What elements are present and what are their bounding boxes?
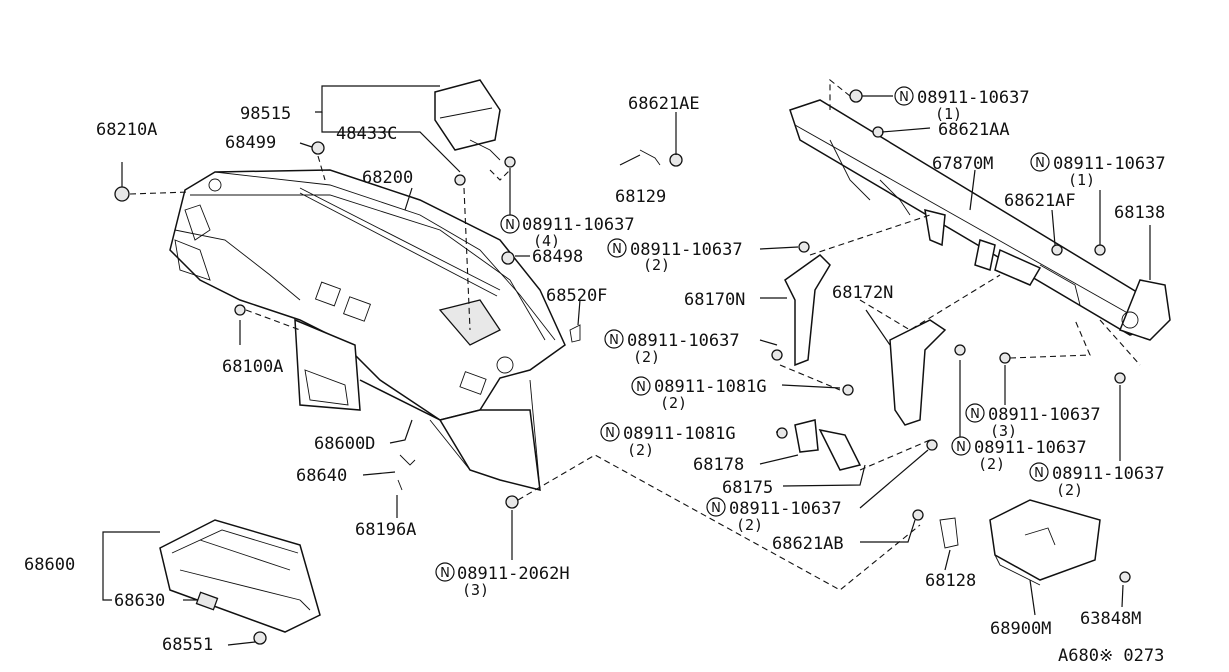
label-68600: 68600 bbox=[24, 555, 75, 575]
qty-2d: (2) bbox=[627, 441, 654, 459]
qty-2e: (2) bbox=[736, 516, 763, 534]
label-68640: 68640 bbox=[296, 466, 347, 486]
lower-cover-illustration bbox=[989, 499, 1101, 586]
label-08911-10637-f: 08911-10637 bbox=[1052, 464, 1165, 484]
n-mark-text: N bbox=[711, 501, 721, 516]
steering-member-illustration bbox=[789, 99, 1171, 341]
qty-2f: (2) bbox=[978, 455, 1005, 473]
qty-1a: (1) bbox=[935, 105, 962, 123]
qty-2b: (2) bbox=[633, 348, 660, 366]
label-68196A: 68196A bbox=[355, 520, 416, 540]
label-68630: 68630 bbox=[114, 591, 165, 611]
label-68175: 68175 bbox=[722, 478, 773, 498]
n-mark-icon bbox=[607, 238, 627, 258]
label-98515: 98515 bbox=[240, 104, 291, 124]
label-68900M: 68900M bbox=[990, 619, 1051, 639]
label-68621AB: 68621AB bbox=[772, 534, 844, 554]
label-08911-10637-a: 08911-10637 bbox=[630, 240, 743, 260]
n-mark-icon bbox=[965, 403, 985, 423]
qty-2g: (2) bbox=[1056, 481, 1083, 499]
label-68520F: 68520F bbox=[546, 286, 607, 306]
label-68499: 68499 bbox=[225, 133, 276, 153]
label-48433C: 48433C bbox=[336, 124, 397, 144]
n-mark-icon bbox=[435, 562, 455, 582]
label-68498: 68498 bbox=[532, 247, 583, 267]
n-mark-icon bbox=[894, 86, 914, 106]
label-68200: 68200 bbox=[362, 168, 413, 188]
n-mark-icon bbox=[500, 214, 520, 234]
label-68100A: 68100A bbox=[222, 357, 283, 377]
label-08911-10637-b: 08911-10637 bbox=[627, 331, 740, 351]
n-mark-icon bbox=[600, 422, 620, 442]
label-08911-10637-e: 08911-10637 bbox=[974, 438, 1087, 458]
n-mark-text: N bbox=[605, 426, 615, 441]
label-63848M: 63848M bbox=[1080, 609, 1141, 629]
label-67870M: 67870M bbox=[932, 154, 993, 174]
qty-3b: (3) bbox=[990, 422, 1017, 440]
label-08911-2062H: 08911-2062H bbox=[457, 564, 570, 584]
brackets-illustration bbox=[784, 254, 947, 471]
n-mark-text: N bbox=[899, 90, 909, 105]
n-mark-text: N bbox=[609, 333, 619, 348]
qty-1b: (1) bbox=[1068, 171, 1095, 189]
n-mark-text: N bbox=[1035, 156, 1045, 171]
qty-4: (4) bbox=[533, 232, 560, 250]
n-mark-text: N bbox=[612, 242, 622, 257]
label-68600D: 68600D bbox=[314, 434, 375, 454]
n-mark-icon bbox=[706, 497, 726, 517]
part-labels: 68210A 98515 68499 48433C 68200 68621AE … bbox=[24, 86, 1166, 666]
n-mark-text: N bbox=[970, 407, 980, 422]
label-68210A: 68210A bbox=[96, 120, 157, 140]
label-68128: 68128 bbox=[925, 571, 976, 591]
label-68621AF: 68621AF bbox=[1004, 191, 1076, 211]
n-mark-text: N bbox=[636, 380, 646, 395]
glove-box-illustration bbox=[159, 519, 321, 633]
label-68178: 68178 bbox=[693, 455, 744, 475]
n-mark-text: N bbox=[505, 218, 515, 233]
label-08911-10637-c: 08911-10637 bbox=[729, 499, 842, 519]
label-68172N: 68172N bbox=[832, 283, 893, 303]
n-mark-icon bbox=[631, 376, 651, 396]
label-08911-10637-4: 08911-10637 bbox=[522, 215, 635, 235]
label-68138: 68138 bbox=[1114, 203, 1165, 223]
n-mark-icon bbox=[1030, 152, 1050, 172]
diagram-code: A680※ 0273 bbox=[1058, 646, 1164, 666]
qty-3a: (3) bbox=[462, 581, 489, 599]
leader-lines bbox=[102, 78, 1151, 646]
label-08911-1081G-b: 08911-1081G bbox=[623, 424, 736, 444]
n-mark-icon bbox=[951, 436, 971, 456]
n-mark-icon bbox=[1029, 462, 1049, 482]
label-68129: 68129 bbox=[615, 187, 666, 207]
label-68551: 68551 bbox=[162, 635, 213, 655]
label-08911-1081G-a: 08911-1081G bbox=[654, 377, 767, 397]
label-68621AE: 68621AE bbox=[628, 94, 700, 114]
air-bag-module-illustration bbox=[434, 79, 501, 161]
n-mark-text: N bbox=[1034, 466, 1044, 481]
label-08911-10637-d: 08911-10637 bbox=[988, 405, 1101, 425]
label-68170N: 68170N bbox=[684, 290, 745, 310]
label-08911-10637-r1: 08911-10637 bbox=[1053, 154, 1166, 174]
label-68621AA: 68621AA bbox=[938, 120, 1010, 140]
n-mark-text: N bbox=[440, 566, 450, 581]
n-mark-icon bbox=[604, 329, 624, 349]
qty-2a: (2) bbox=[643, 256, 670, 274]
qty-2c: (2) bbox=[660, 394, 687, 412]
n-mark-text: N bbox=[956, 440, 966, 455]
label-08911-10637-top: 08911-10637 bbox=[917, 88, 1030, 108]
